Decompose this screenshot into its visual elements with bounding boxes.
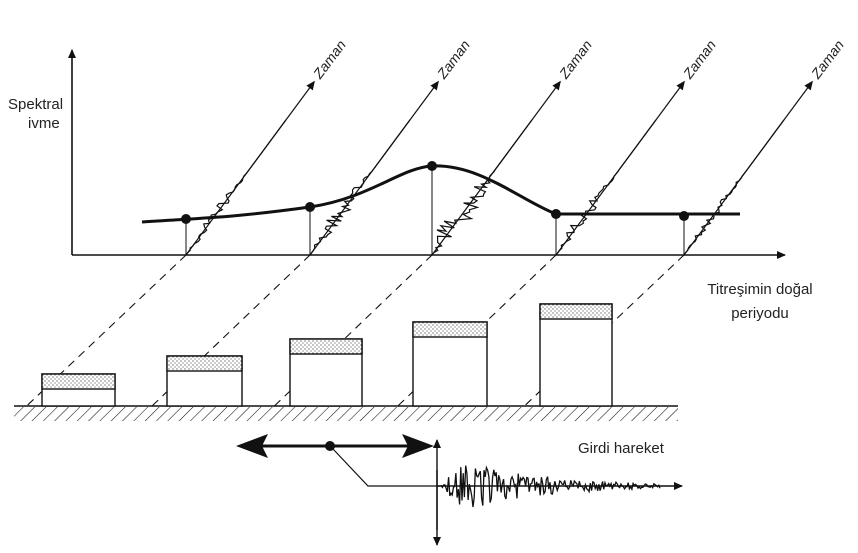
time-axis-label-2: Zaman (433, 37, 473, 82)
spectrum-point-5 (679, 211, 689, 221)
time-axis-label-3: Zaman (555, 37, 595, 82)
input-motion-label: Girdi hareket (578, 440, 664, 457)
time-axis-label-1: Zaman (309, 37, 349, 82)
time-axis-label-4: Zaman (679, 37, 719, 82)
projection-dashed-lines (26, 254, 685, 407)
ground-hatching (14, 407, 678, 421)
building-3 (289, 338, 363, 407)
building-4 (412, 321, 488, 407)
buildings (41, 303, 613, 407)
x-axis-label-line1: Titreşimin doğal (707, 281, 813, 298)
x-axis-label-line2: periyodu (731, 305, 789, 322)
y-axis-label: Spektral ivme (8, 95, 64, 133)
building-mass-2 (166, 355, 243, 372)
response-time-histories (185, 119, 785, 256)
x-axis-label: Titreşimin doğal periyodu (680, 278, 840, 326)
spectrum-point-3 (427, 161, 437, 171)
building-1 (41, 373, 116, 407)
response-history-3 (431, 119, 533, 256)
building-5 (539, 303, 613, 407)
time-axis-label-5: Zaman (807, 37, 847, 82)
spectrum-drop-lines (185, 166, 685, 255)
response-history-4 (555, 119, 657, 256)
input-motion-point (325, 441, 335, 451)
response-history-5 (683, 119, 785, 256)
building-2 (166, 355, 243, 407)
input-arrow-left-head (236, 434, 268, 458)
building-mass-1 (41, 373, 116, 390)
response-history-1 (185, 119, 287, 256)
ground-motion-record (439, 465, 661, 508)
spectrum-point-4 (551, 209, 561, 219)
building-mass-4 (412, 321, 488, 338)
building-mass-5 (539, 303, 613, 320)
y-axis-label-line1: Spektral (8, 96, 64, 113)
spectrum-point-2 (305, 202, 315, 212)
time-axes: Zaman Zaman Zaman Zaman Zaman (185, 37, 847, 256)
input-arrow-right-head (402, 434, 434, 458)
spectrum-points (181, 161, 689, 224)
y-axis-label-line2: ivme (28, 115, 60, 132)
spectrum-curve (141, 164, 740, 224)
building-frame-5 (539, 303, 613, 407)
input-leader-line (332, 448, 440, 487)
response-history-2 (309, 119, 411, 256)
spectrum-point-1 (181, 214, 191, 224)
building-mass-3 (289, 338, 363, 355)
